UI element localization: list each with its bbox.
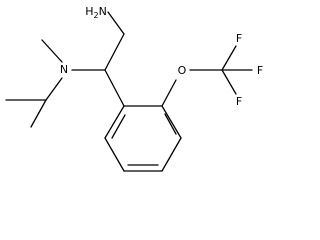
ether-oxygen-label: O [178,64,187,77]
bond-isopropyl-methyl-b [30,99,47,128]
molecule-structure: H2N N O F F F [5,5,263,172]
bond-ch2-ch [104,33,125,71]
ring-double-bond-3 [111,114,126,139]
bond-group [5,11,253,172]
atom-label-group: H2N N O F F F [60,5,263,108]
bond-n-isopropyl [45,77,63,101]
fluorine-top-label: F [236,32,242,45]
bond-c-f-bottom [221,69,237,95]
bond-ring-o [161,79,177,107]
amine-label: H2N [85,5,107,20]
fluorine-right-label: F [257,64,263,77]
fluorine-bottom-label: F [236,95,242,108]
ring-double-bond-1 [164,113,177,135]
ring-bond-3 [161,137,182,172]
ring-bond-2 [161,105,182,139]
tertiary-amine-label: N [60,63,68,76]
bond-n-methyl [41,39,63,63]
bond-c-f-top [221,45,237,71]
bond-ch-ring [104,69,125,107]
bond-nh2-ch2 [107,11,125,35]
ring-bond-6 [104,105,125,139]
ring-bond-5 [104,137,125,172]
